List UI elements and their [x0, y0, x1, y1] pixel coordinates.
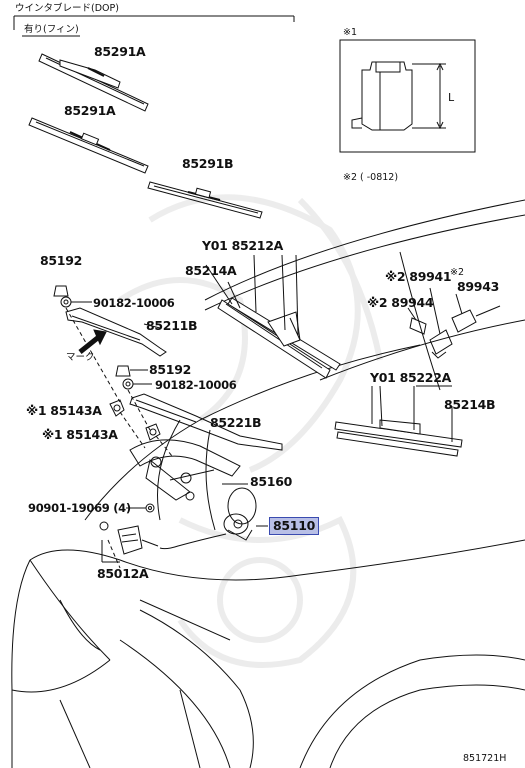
wiper-motor-85110: [159, 487, 268, 550]
blade-85222a-assembly: [334, 385, 463, 457]
label-89943: 89943: [457, 279, 499, 294]
mark-label: マーク: [66, 352, 95, 363]
header-bracket: [13, 15, 295, 37]
label-85160: 85160: [250, 474, 292, 489]
blade-85291a-top: [38, 53, 149, 112]
header-subtitle: 有り(フィン): [24, 24, 79, 35]
header-title: ウインタブレード(DOP): [15, 3, 119, 14]
nut-caps: [53, 285, 152, 390]
blade-85291b: [147, 181, 263, 219]
label-85211b: 85211B: [146, 318, 198, 333]
label-90182-1: 90182-10006: [93, 296, 175, 310]
label-89941: ※2 89941: [385, 269, 452, 284]
label-85214a: 85214A: [185, 263, 237, 278]
label-85192-2: 85192: [149, 362, 191, 377]
inset-box: [339, 39, 476, 153]
diagram-id: 851721H: [463, 753, 507, 764]
wiper-linkage-85160: [129, 439, 248, 501]
blade-85291a-mid: [28, 117, 149, 174]
mark-arrow: [78, 329, 107, 354]
label-85192-1: 85192: [40, 253, 82, 268]
footnote: ※2 ( -0812): [343, 172, 399, 183]
label-85291b: 85291B: [182, 156, 234, 171]
vehicle-body: [11, 199, 525, 768]
wiper-arm-85221b: [129, 393, 283, 451]
label-85291a-2: 85291A: [64, 103, 116, 118]
blade-85212a-assembly: [205, 254, 341, 379]
label-89944: ※2 89944: [367, 295, 434, 310]
label-85222a: Y01 85222A: [370, 370, 451, 385]
dashed-leaders: [65, 307, 173, 569]
label-85110-highlighted[interactable]: 85110: [269, 517, 319, 535]
label-90901: 90901-19069 (4): [28, 501, 131, 515]
label-90182-2: 90182-10006: [155, 378, 237, 392]
label-85214b: 85214B: [444, 397, 496, 412]
pivot-caps: [109, 399, 161, 441]
inset-note: ※1: [343, 27, 358, 38]
label-89941-note: ※2: [450, 267, 465, 278]
wiper-arm-85211b: [65, 307, 167, 357]
label-85291a-1: 85291A: [94, 44, 146, 59]
watermark: [118, 194, 383, 668]
label-85143a-1: ※1 85143A: [26, 403, 102, 418]
label-85143a-2: ※1 85143A: [42, 427, 118, 442]
clip-parts-899xx: [407, 287, 501, 359]
connector-85012a: [99, 503, 159, 563]
label-85212a: Y01 85212A: [202, 238, 283, 253]
label-85012a: 85012A: [97, 566, 149, 581]
label-85221b: 85221B: [210, 415, 262, 430]
inset-dimension: L: [448, 91, 455, 104]
